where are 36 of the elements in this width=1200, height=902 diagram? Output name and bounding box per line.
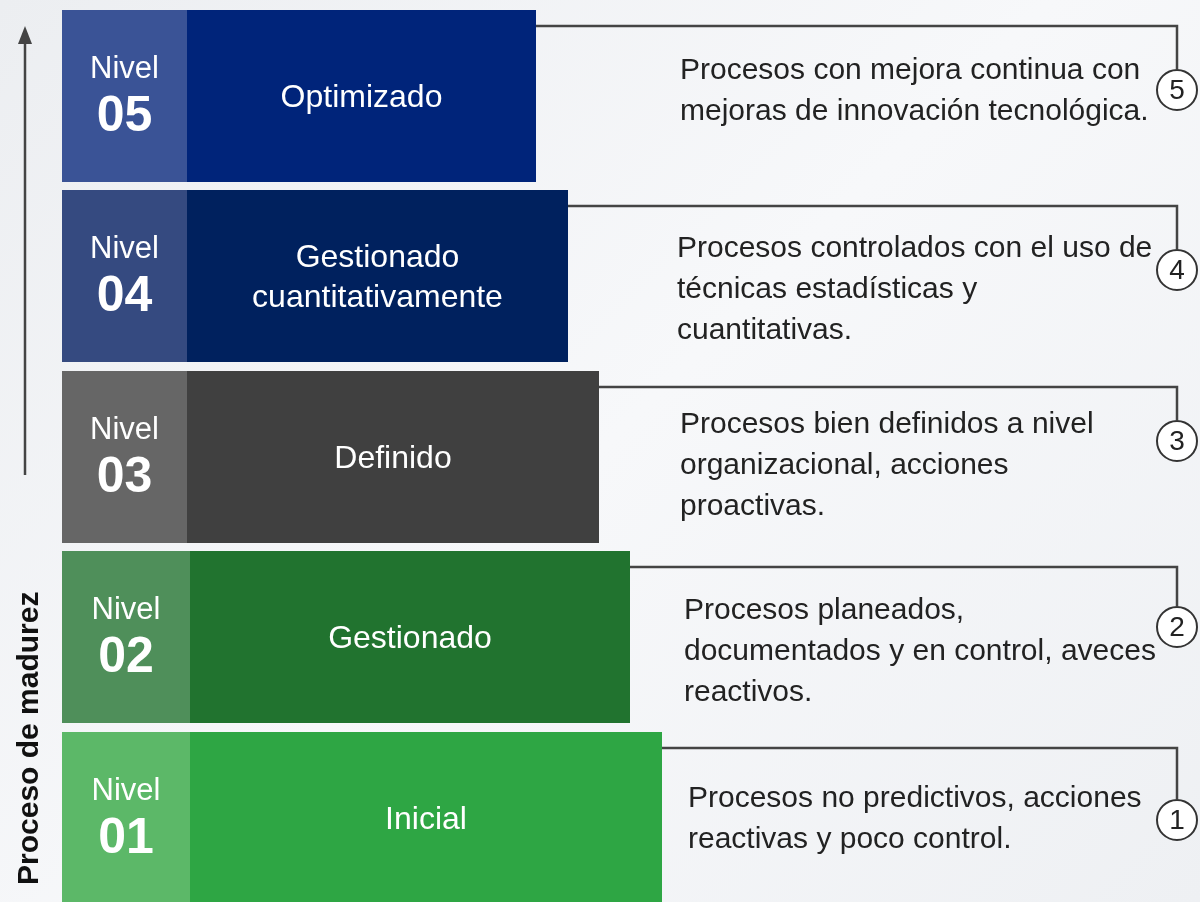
level-bar: Gestionado cuantitativamente xyxy=(187,190,568,362)
step-number-circle: 3 xyxy=(1156,420,1198,462)
level-number: 03 xyxy=(96,447,153,503)
level-word: Nivel xyxy=(91,591,161,627)
level-description: Procesos no predictivos, acciones reactivas y poco control. xyxy=(688,779,1143,856)
level-bar: Gestionado xyxy=(190,551,630,723)
leader-line xyxy=(662,746,1179,799)
axis-title: Proceso de madurez xyxy=(11,591,45,885)
leader-line xyxy=(536,24,1179,69)
level-number: 01 xyxy=(98,808,154,864)
level-tab xyxy=(62,10,187,182)
level-word: Nivel xyxy=(90,230,159,266)
level-tab xyxy=(62,551,190,723)
level-bar: Definido xyxy=(187,371,599,543)
step-number-circle: 5 xyxy=(1156,69,1198,111)
level-tab xyxy=(62,371,187,543)
level-word: Nivel xyxy=(90,411,159,447)
step-number-circle: 2 xyxy=(1156,606,1198,648)
level-bar: Inicial xyxy=(190,732,662,902)
level-tab xyxy=(62,190,187,362)
leader-line xyxy=(568,204,1179,249)
level-word: Nivel xyxy=(90,50,159,86)
level-number: 05 xyxy=(96,86,153,142)
step-number-circle: 4 xyxy=(1156,249,1198,291)
level-number: 02 xyxy=(98,627,154,683)
level-bar: Optimizado xyxy=(187,10,536,182)
level-description: Procesos planeados, documentados y en control, aveces reactivos. xyxy=(684,591,1157,709)
level-number: 04 xyxy=(96,266,153,322)
step-number-circle: 1 xyxy=(1156,799,1198,841)
level-tab xyxy=(62,732,190,902)
level-description: Procesos bien definidos a nivel organizacional, acciones proactivas. xyxy=(680,405,1095,523)
level-word: Nivel xyxy=(91,772,161,808)
level-description: Procesos con mejora continua con mejoras de innovación tecnológica. xyxy=(680,51,1150,128)
level-description: Procesos controlados con el uso de técnicas estadísticas y cuantitativas. xyxy=(677,229,1154,347)
leader-line xyxy=(630,565,1179,606)
leader-line xyxy=(599,385,1179,420)
